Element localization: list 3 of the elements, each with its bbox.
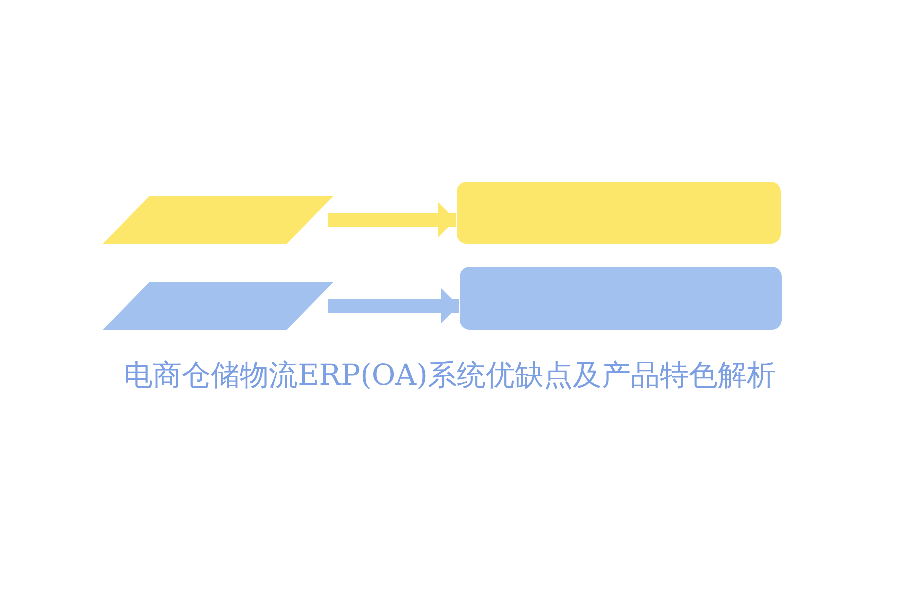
arrow <box>328 288 459 324</box>
arrow <box>328 202 456 238</box>
title: 电商仓储物流ERP(OA)系统优缺点及产品特色解析 <box>123 357 777 394</box>
